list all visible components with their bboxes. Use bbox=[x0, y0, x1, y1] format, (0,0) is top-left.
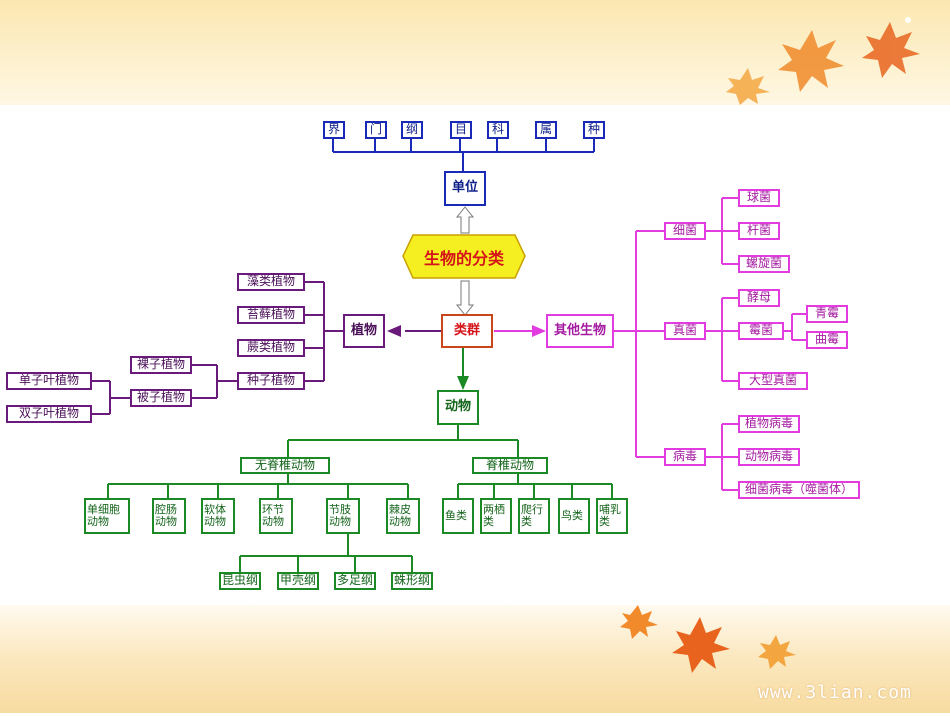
group-node: 类群 bbox=[441, 314, 493, 348]
plant-dicot: 双子叶植物 bbox=[6, 405, 92, 423]
bacteria-node: 细菌 bbox=[664, 222, 706, 240]
animal-coelenterate: 腔肠动物 bbox=[152, 498, 186, 534]
animal-arthropod: 节肢动物 bbox=[326, 498, 360, 534]
virus-plant: 植物病毒 bbox=[738, 415, 800, 433]
animal-annelid: 环节动物 bbox=[259, 498, 293, 534]
animal-echinoderm: 棘皮动物 bbox=[386, 498, 420, 534]
animal-mammal: 哺乳类 bbox=[596, 498, 628, 534]
rank-genus: 属 bbox=[535, 121, 557, 139]
fungi-mold: 霉菌 bbox=[738, 322, 784, 340]
animal-bird: 鸟类 bbox=[558, 498, 590, 534]
animal-fish: 鱼类 bbox=[442, 498, 474, 534]
plants-node: 植物 bbox=[343, 314, 385, 348]
units-root: 单位 bbox=[444, 171, 486, 206]
animal-mollusk: 软体动物 bbox=[201, 498, 235, 534]
maple-leaves-bottom bbox=[620, 605, 796, 673]
plant-monocot: 单子叶植物 bbox=[6, 372, 92, 390]
plant-moss: 苔藓植物 bbox=[237, 306, 305, 324]
virus-animal: 动物病毒 bbox=[738, 448, 800, 466]
animal-amphibian: 两栖类 bbox=[480, 498, 512, 534]
arthropod-crustacean: 甲壳纲 bbox=[277, 572, 319, 590]
mold-aspergillus: 曲霉 bbox=[806, 331, 848, 349]
center-title-shape: 生物的分类 bbox=[401, 233, 527, 280]
animal-protozoa: 单细胞动物 bbox=[84, 498, 130, 534]
plant-fern: 蕨类植物 bbox=[237, 339, 305, 357]
bottom-decorative-banner bbox=[0, 605, 950, 713]
fungi-large: 大型真菌 bbox=[738, 372, 808, 390]
arthropod-arachnid: 蛛形纲 bbox=[391, 572, 433, 590]
bacteria-spirillum: 螺旋菌 bbox=[738, 255, 790, 273]
arthropod-myriapod: 多足纲 bbox=[334, 572, 376, 590]
virus-node: 病毒 bbox=[664, 448, 706, 466]
animal-reptile: 爬行类 bbox=[518, 498, 550, 534]
plant-angiosperm: 被子植物 bbox=[130, 389, 192, 407]
watermark: www.3lian.com bbox=[758, 682, 912, 703]
arthropod-insect: 昆虫纲 bbox=[219, 572, 261, 590]
center-title: 生物的分类 bbox=[423, 248, 504, 268]
rank-class: 纲 bbox=[401, 121, 423, 139]
invertebrates-node: 无脊椎动物 bbox=[240, 457, 330, 474]
fungi-yeast: 酵母 bbox=[738, 289, 780, 307]
virus-bacteriophage: 细菌病毒（噬菌体） bbox=[738, 481, 860, 499]
mold-penicillium: 青霉 bbox=[806, 305, 848, 323]
bacteria-coccus: 球菌 bbox=[738, 189, 780, 207]
plant-gymnosperm: 裸子植物 bbox=[130, 356, 192, 374]
rank-family: 科 bbox=[487, 121, 509, 139]
top-decorative-banner bbox=[0, 0, 950, 105]
rank-species: 种 bbox=[583, 121, 605, 139]
others-node: 其他生物 bbox=[546, 314, 614, 348]
fungi-node: 真菌 bbox=[664, 322, 706, 340]
bacteria-bacillus: 杆菌 bbox=[738, 222, 780, 240]
plant-seed: 种子植物 bbox=[237, 372, 305, 390]
rank-order: 目 bbox=[450, 121, 472, 139]
rank-kingdom: 界 bbox=[323, 121, 345, 139]
plant-algae: 藻类植物 bbox=[237, 273, 305, 291]
rank-phylum: 门 bbox=[365, 121, 387, 139]
maple-leaves-top bbox=[726, 17, 920, 105]
animals-node: 动物 bbox=[437, 390, 479, 425]
vertebrates-node: 脊椎动物 bbox=[472, 457, 548, 474]
